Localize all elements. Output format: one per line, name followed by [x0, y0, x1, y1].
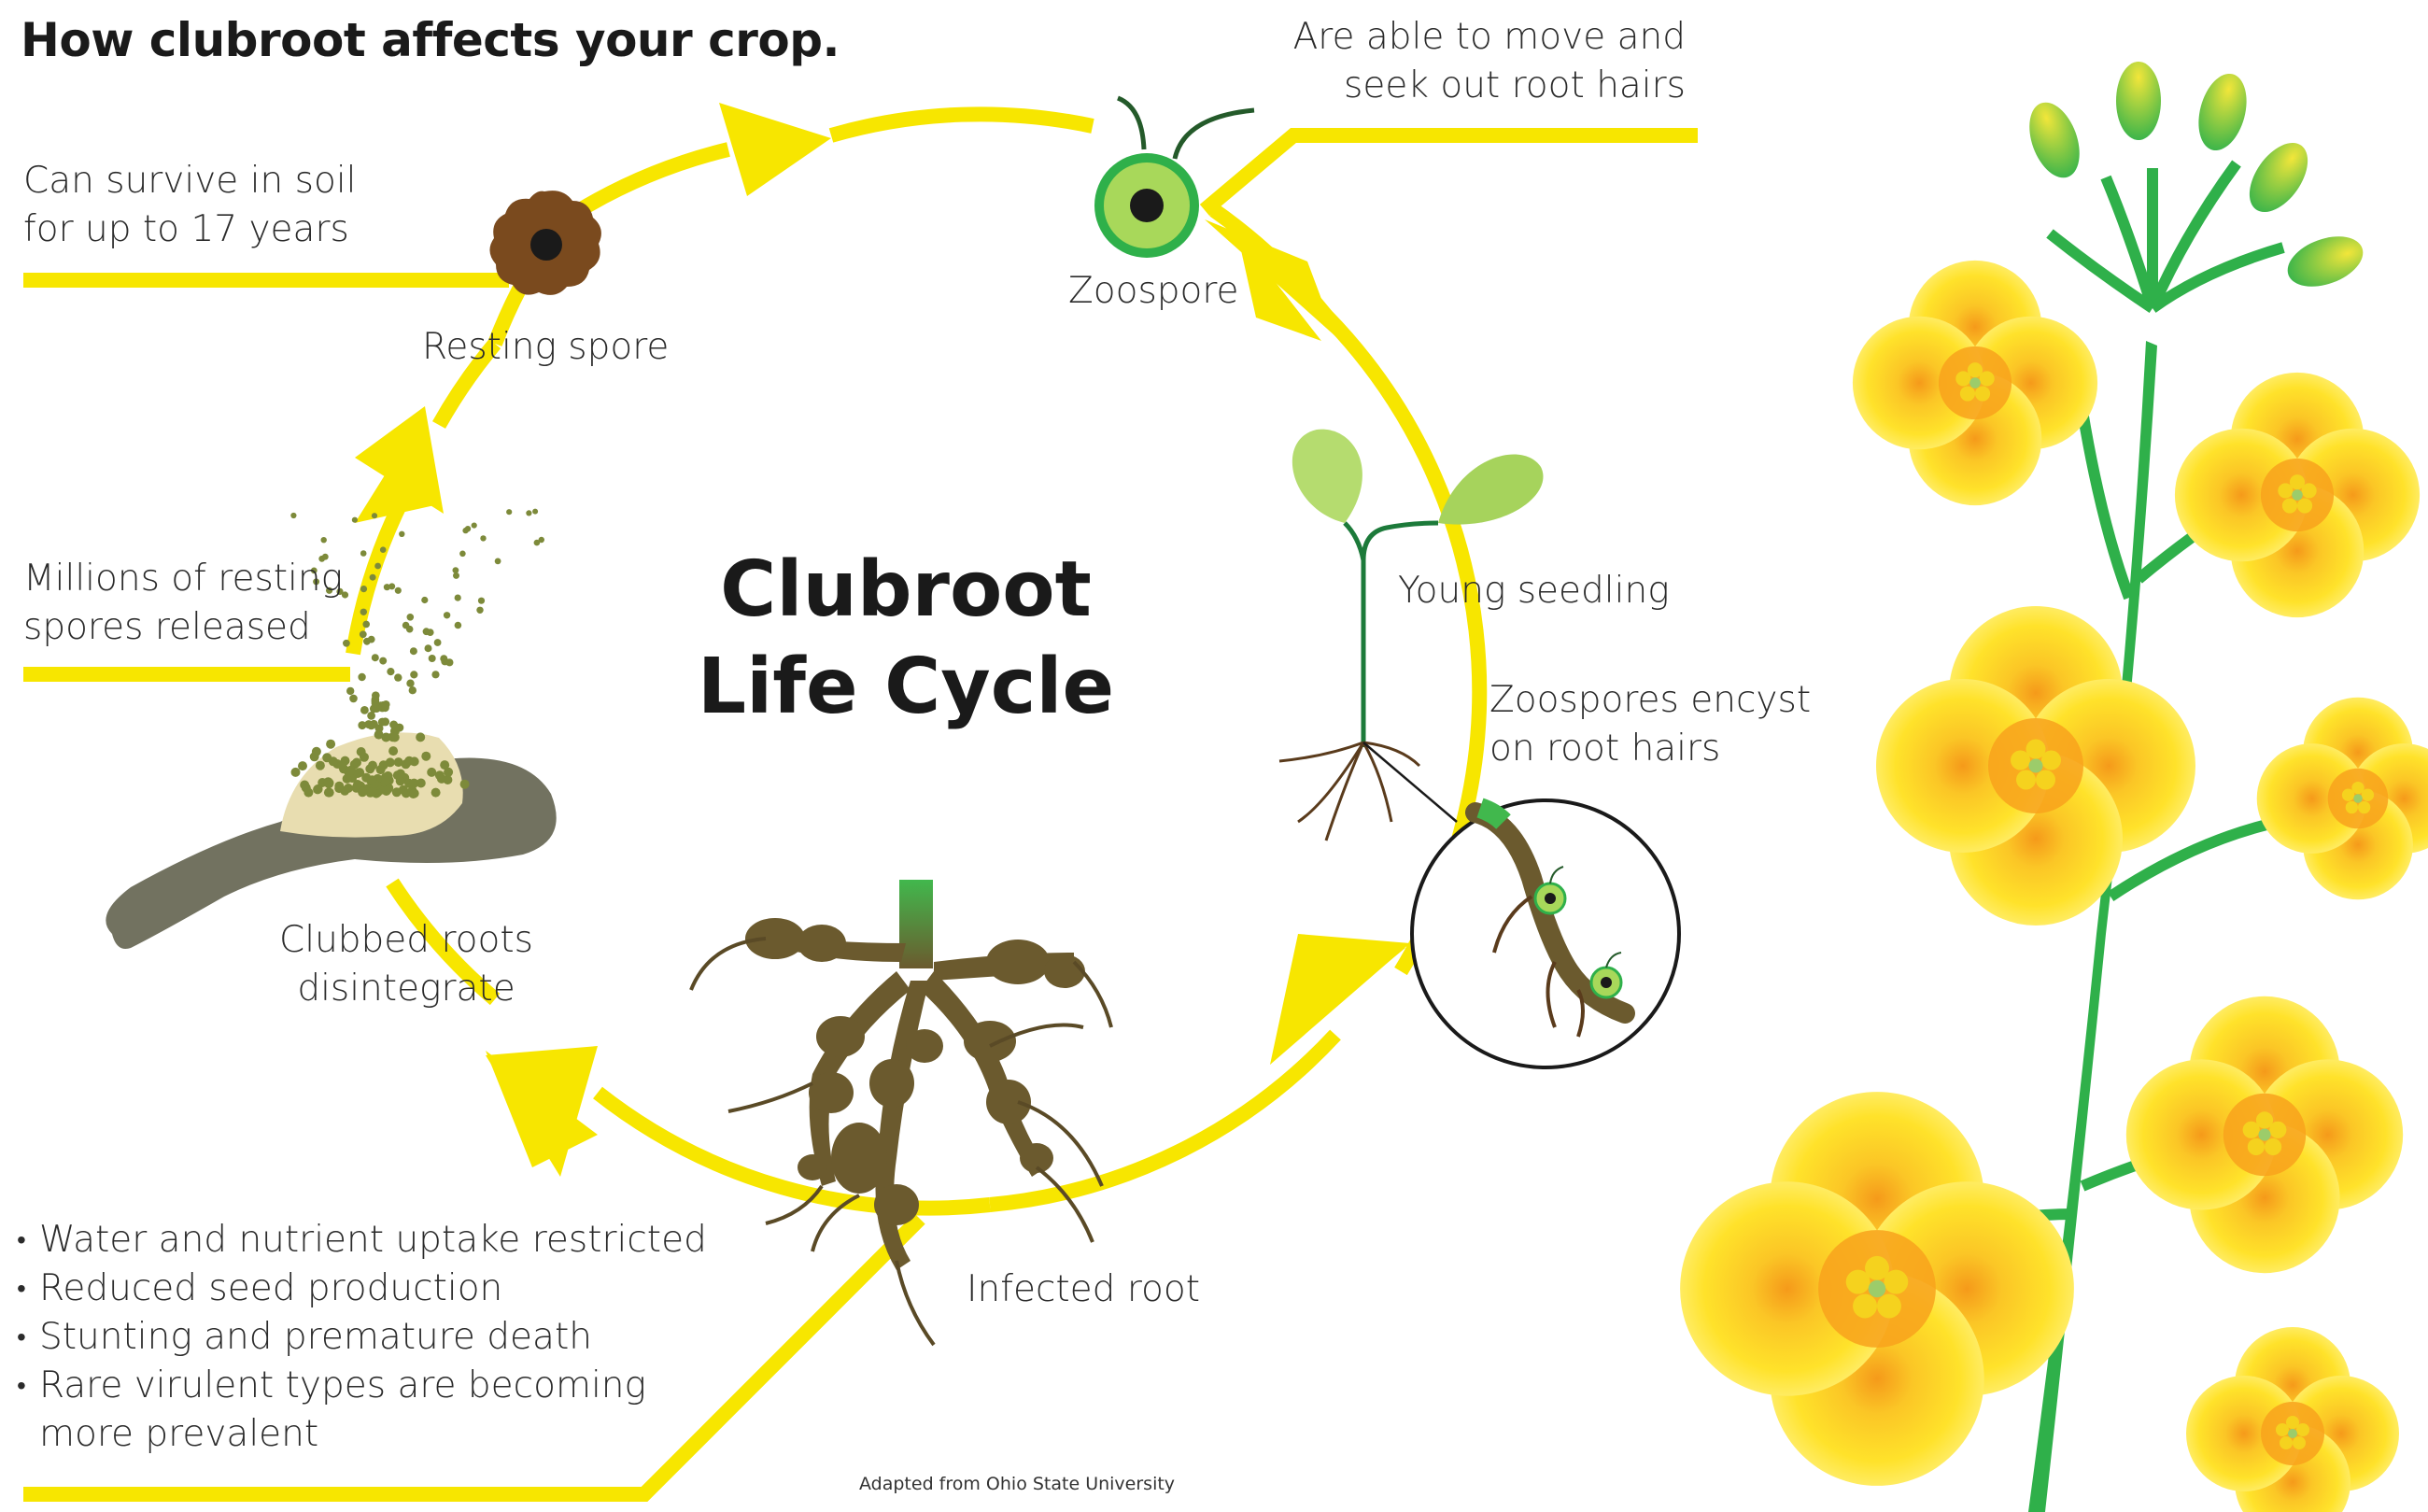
note-released: Millions of resting spores released — [23, 555, 343, 652]
diagram-title-line2: Life Cycle — [654, 639, 1158, 736]
note-survive-line2: for up to 17 years — [23, 205, 357, 254]
resting-spore-icon — [489, 191, 600, 295]
canola-plant-illustration — [1680, 62, 2428, 1512]
source-credit: Adapted from Ohio State University — [859, 1474, 1175, 1494]
note-move-line2: seek out root hairs — [1214, 62, 1686, 110]
note-move-line1: Are able to move and — [1214, 13, 1686, 62]
label-zoospore: Zoospore — [1068, 267, 1239, 316]
impact-item: more prevalent — [17, 1410, 707, 1459]
note-move: Are able to move and seek out root hairs — [1214, 13, 1686, 110]
note-encyst-line1: Zoospores encyst — [1489, 676, 1811, 725]
note-released-line1: Millions of resting — [23, 555, 343, 603]
page-title: How clubroot affects your crop. — [21, 13, 840, 67]
label-young-seedling: Young seedling — [1398, 567, 1670, 615]
note-encyst-line2: on root hairs — [1489, 725, 1811, 773]
label-clubbed-roots-line2: disintegrate — [252, 965, 560, 1013]
note-survive: Can survive in soil for up to 17 years — [23, 157, 357, 254]
impact-item: Reduced seed production — [17, 1265, 707, 1313]
encysted-root-icon — [1412, 800, 1679, 1067]
seedling-icon — [1279, 430, 1543, 841]
note-survive-line1: Can survive in soil — [23, 157, 357, 205]
label-resting-spore: Resting spore — [422, 323, 669, 372]
impact-list: Water and nutrient uptake restricted Red… — [17, 1216, 707, 1459]
label-clubbed-roots-line1: Clubbed roots — [252, 916, 560, 965]
impact-item: Water and nutrient uptake restricted — [17, 1216, 707, 1265]
note-encyst: Zoospores encyst on root hairs — [1489, 676, 1811, 773]
label-clubbed-roots: Clubbed roots disintegrate — [252, 916, 560, 1013]
impact-item: Stunting and premature death — [17, 1313, 707, 1362]
label-infected-root: Infected root — [967, 1265, 1200, 1314]
note-released-line2: spores released — [23, 603, 343, 652]
diagram-title: Clubroot Life Cycle — [654, 542, 1158, 736]
impact-item: Rare virulent types are becoming — [17, 1362, 707, 1410]
diagram-title-line1: Clubroot — [654, 542, 1158, 639]
